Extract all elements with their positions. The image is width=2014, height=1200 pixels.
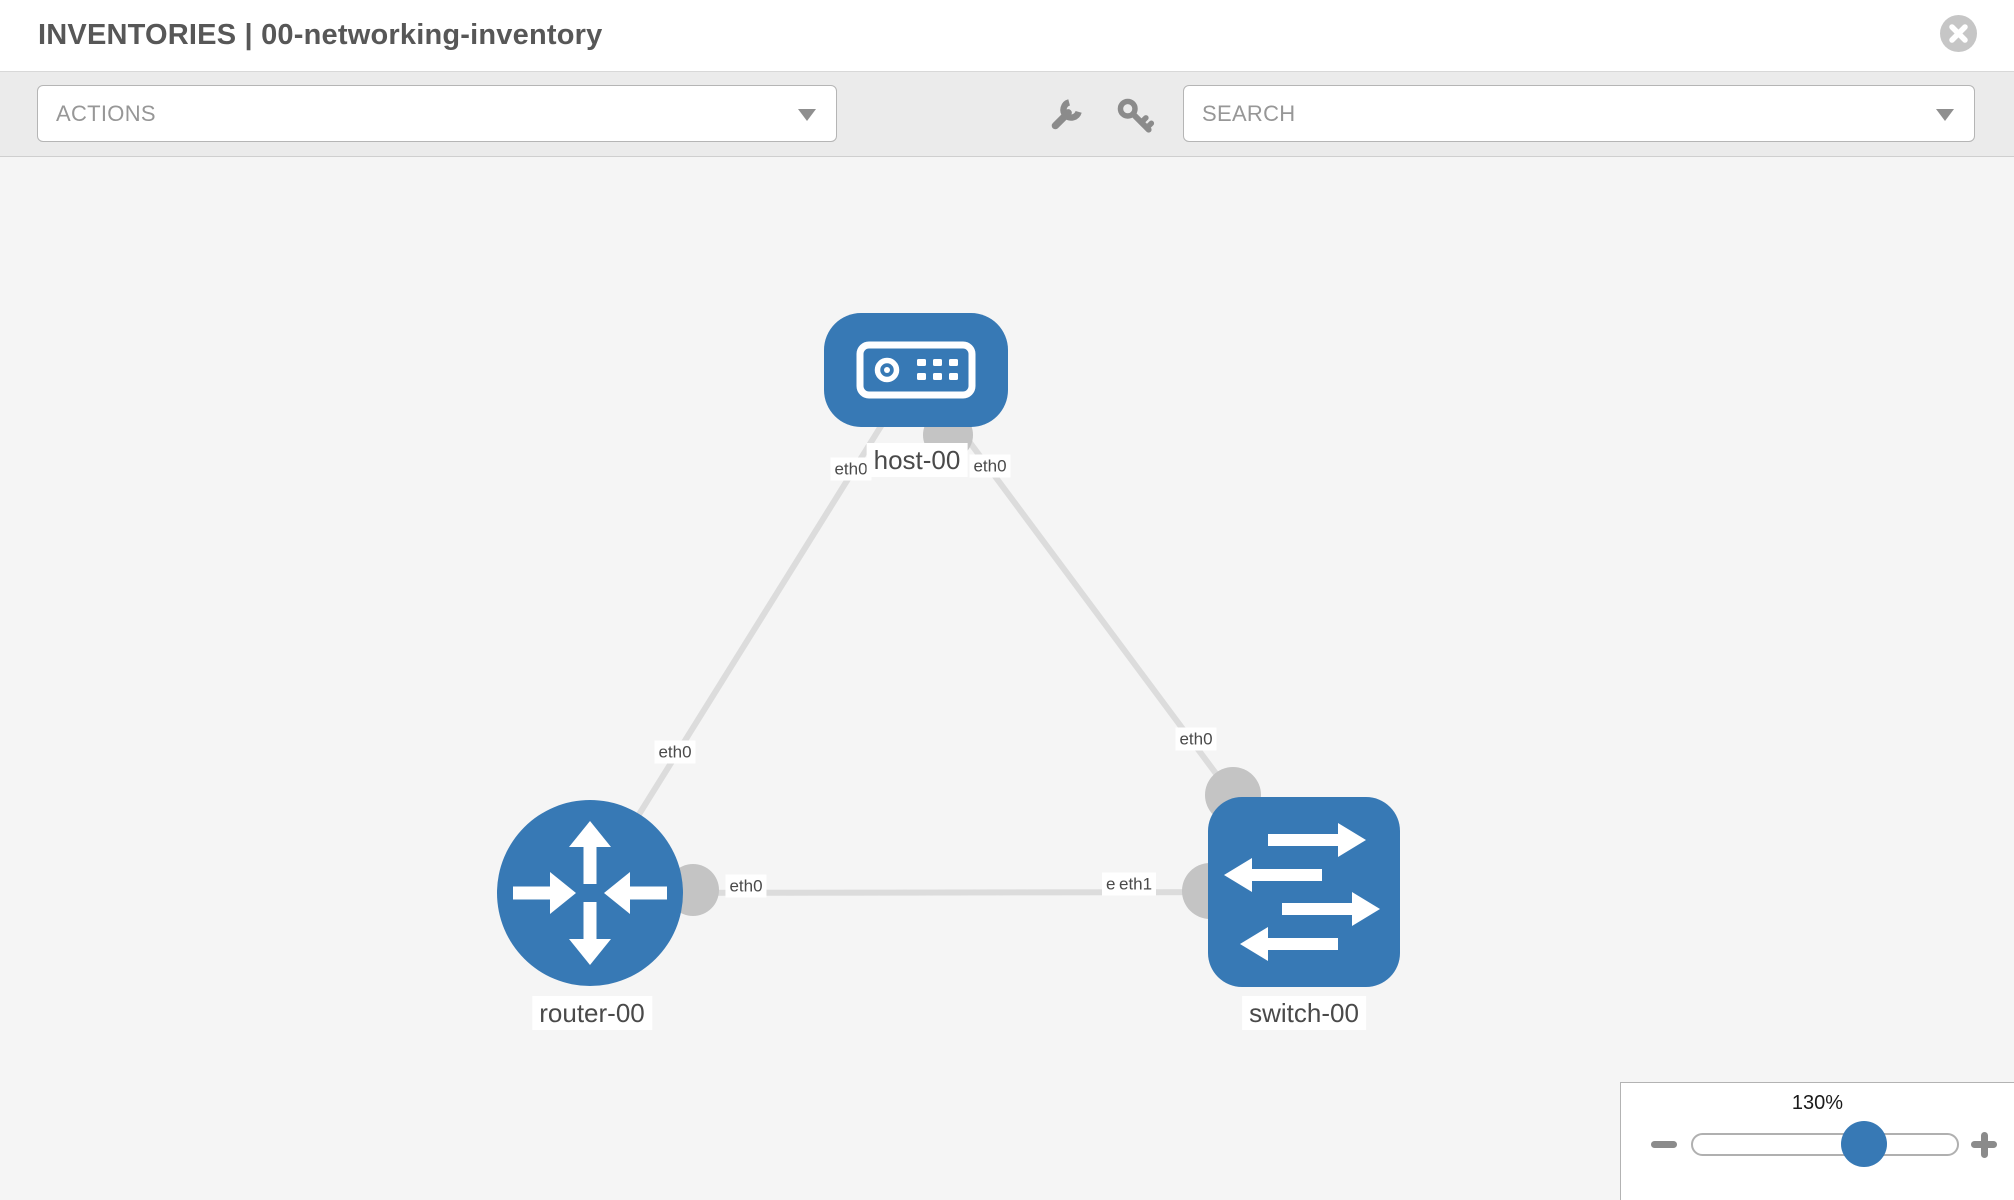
search-dropdown[interactable]: SEARCH <box>1183 85 1975 142</box>
node-label-router: router-00 <box>532 996 652 1030</box>
tools-button[interactable] <box>1045 96 1085 136</box>
interface-label: eth1 <box>1115 872 1157 896</box>
router-arrows-icon <box>513 821 667 965</box>
node-router-00[interactable] <box>497 800 683 986</box>
node-switch-00[interactable] <box>1208 797 1400 987</box>
close-icon <box>1940 15 1977 52</box>
node-label-host: host-00 <box>866 443 968 477</box>
link-host-router[interactable] <box>587 368 919 895</box>
zoom-level-label: 130% <box>1791 1092 1844 1114</box>
interface-label: eth0 <box>969 454 1011 478</box>
node-host-00[interactable] <box>824 313 1008 427</box>
zoom-slider-handle[interactable] <box>1841 1121 1887 1167</box>
actions-dropdown-label: ACTIONS <box>56 101 156 126</box>
actions-dropdown[interactable]: ACTIONS <box>37 85 837 142</box>
credentials-button[interactable] <box>1115 96 1155 136</box>
zoom-out-button[interactable] <box>1647 1127 1681 1161</box>
header: INVENTORIES | 00-networking-inventory <box>0 0 2014 71</box>
server-icon <box>856 341 976 399</box>
zoom-slider[interactable] <box>1691 1133 1959 1156</box>
minus-icon <box>1651 1141 1677 1148</box>
chevron-down-icon <box>1936 108 1954 121</box>
wrench-icon <box>1051 99 1082 130</box>
interface-label: eth0 <box>830 457 872 481</box>
node-label-switch: switch-00 <box>1242 996 1366 1030</box>
topology-canvas[interactable]: eth0 eth0 eth0 eth0 eth0 eth0 eth1 host-… <box>0 157 2014 1200</box>
toolbar: ACTIONS SEARCH <box>0 71 2014 157</box>
interface-label: eth0 <box>725 874 767 898</box>
page-title: INVENTORIES | 00-networking-inventory <box>38 19 603 51</box>
key-icon <box>1117 98 1155 133</box>
zoom-panel: 130% <box>1620 1082 2014 1200</box>
search-dropdown-label: SEARCH <box>1202 101 1296 126</box>
interface-label: eth0 <box>1175 727 1217 751</box>
zoom-in-button[interactable] <box>1967 1127 2001 1161</box>
close-button[interactable] <box>1940 15 1977 52</box>
chevron-down-icon <box>798 108 816 121</box>
interface-label: eth0 <box>654 740 696 764</box>
switch-arrows-icon <box>1224 823 1380 961</box>
